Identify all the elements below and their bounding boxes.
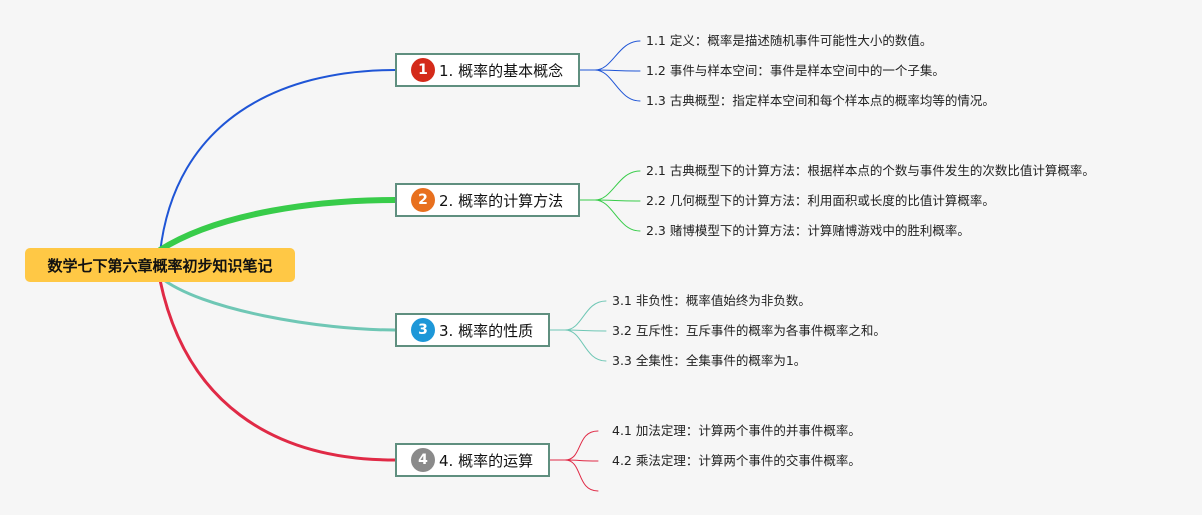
leaf-topic[interactable]: 4.2 乘法定理：计算两个事件的交事件概率。	[612, 453, 861, 468]
leaf-connector	[594, 69, 641, 72]
leaf-topic[interactable]: 1.3 古典概型：指定样本空间和每个样本点的概率均等的情况。	[646, 93, 995, 108]
leaf-connector	[594, 170, 641, 201]
root-topic-label: 数学七下第六章概率初步知识笔记	[47, 256, 273, 275]
leaf-connector	[564, 430, 599, 461]
leaf-connector	[564, 459, 599, 492]
branch-label: 3. 概率的性质	[439, 321, 534, 340]
branch-operations[interactable]: 4 4. 概率的运算	[395, 443, 550, 477]
leaf-connector	[564, 329, 607, 362]
leaf-connector	[564, 459, 599, 462]
number-badge-icon: 1	[411, 58, 435, 82]
number-badge-icon: 4	[411, 448, 435, 472]
leaf-connector	[564, 300, 607, 331]
leaf-topic[interactable]: 3.3 全集性：全集事件的概率为1。	[612, 353, 807, 368]
branch-basic-concepts[interactable]: 1 1. 概率的基本概念	[395, 53, 580, 87]
leaf-topic[interactable]: 1.1 定义：概率是描述随机事件可能性大小的数值。	[646, 33, 933, 48]
leaf-topic[interactable]: 1.2 事件与样本空间：事件是样本空间中的一个子集。	[646, 63, 945, 78]
leaf-topic[interactable]: 3.1 非负性：概率值始终为非负数。	[612, 293, 811, 308]
branch-label: 2. 概率的计算方法	[439, 191, 564, 210]
branch-connector	[157, 197, 398, 253]
branch-calculation-methods[interactable]: 2 2. 概率的计算方法	[395, 183, 580, 217]
branch-label: 4. 概率的运算	[439, 451, 534, 470]
leaf-connector	[594, 199, 641, 232]
branch-connector	[158, 278, 397, 462]
leaf-topic[interactable]: 2.1 古典概型下的计算方法：根据样本点的个数与事件发生的次数比值计算概率。	[646, 163, 1095, 178]
branch-properties[interactable]: 3 3. 概率的性质	[395, 313, 550, 347]
leaf-connector	[564, 329, 607, 332]
leaf-connector	[594, 199, 641, 202]
root-topic[interactable]: 数学七下第六章概率初步知识笔记	[25, 248, 295, 282]
leaf-topic[interactable]: 4.1 加法定理：计算两个事件的并事件概率。	[612, 423, 861, 438]
number-badge-icon: 3	[411, 318, 435, 342]
branch-connector	[159, 69, 396, 254]
branch-connector	[158, 275, 397, 332]
leaf-connector	[594, 40, 641, 71]
leaf-topic[interactable]: 2.2 几何概型下的计算方法：利用面积或长度的比值计算概率。	[646, 193, 995, 208]
branch-label: 1. 概率的基本概念	[439, 61, 564, 80]
number-badge-icon: 2	[411, 188, 435, 212]
leaf-topic[interactable]: 2.3 赌博模型下的计算方法：计算赌博游戏中的胜利概率。	[646, 223, 970, 238]
leaf-topic[interactable]: 3.2 互斥性：互斥事件的概率为各事件概率之和。	[612, 323, 886, 338]
leaf-connector	[594, 69, 641, 102]
